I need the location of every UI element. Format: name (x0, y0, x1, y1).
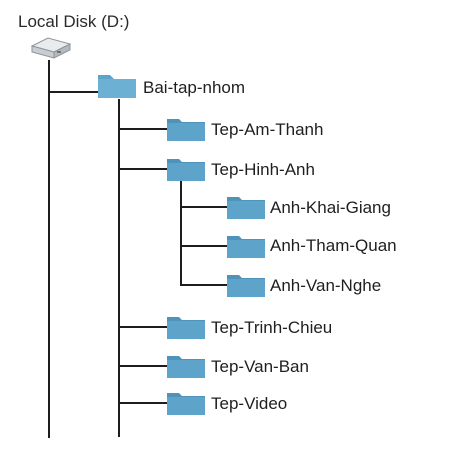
trunk-line (48, 60, 50, 438)
folder-icon[interactable] (166, 353, 206, 379)
folder-icon[interactable] (96, 70, 138, 100)
folder-icon[interactable] (166, 390, 206, 416)
branch-line-tep-hinh-anh (118, 168, 168, 170)
branch-line-anh-van-nghe (180, 284, 228, 286)
branch-line-anh-tham-quan (180, 245, 228, 247)
folder-label-tep-am-thanh[interactable]: Tep-Am-Thanh (211, 120, 324, 139)
drive-icon[interactable] (28, 34, 74, 62)
folder-icon[interactable] (226, 194, 266, 220)
folder-label-tep-trinh-chieu[interactable]: Tep-Trinh-Chieu (211, 318, 333, 337)
trunk-line-level1 (118, 99, 120, 437)
folder-icon[interactable] (166, 314, 206, 340)
folder-label-anh-tham-quan[interactable]: Anh-Tham-Quan (270, 236, 397, 255)
branch-line-tep-am-thanh (118, 128, 168, 130)
folder-icon[interactable] (166, 116, 206, 142)
branch-line-tep-van-ban (118, 365, 168, 367)
branch-line-tep-trinh-chieu (118, 326, 168, 328)
folder-label-anh-van-nghe[interactable]: Anh-Van-Nghe (270, 276, 382, 295)
folder-label-tep-van-ban[interactable]: Tep-Van-Ban (211, 357, 309, 376)
root-drive-label[interactable]: Local Disk (D:) (18, 12, 130, 31)
branch-line-tep-video (118, 402, 168, 404)
folder-icon[interactable] (166, 156, 206, 182)
folder-label-anh-khai-giang[interactable]: Anh-Khai-Giang (270, 198, 391, 217)
folder-label-bai-tap-nhom[interactable]: Bai-tap-nhom (143, 78, 246, 97)
trunk-line-level2 (180, 178, 182, 286)
folder-icon[interactable] (226, 272, 266, 298)
folder-label-tep-video[interactable]: Tep-Video (211, 394, 288, 413)
branch-line-bai-tap-nhom (48, 91, 103, 93)
folder-label-tep-hinh-anh[interactable]: Tep-Hinh-Anh (211, 160, 315, 179)
folder-icon[interactable] (226, 233, 266, 259)
branch-line-anh-khai-giang (180, 206, 228, 208)
